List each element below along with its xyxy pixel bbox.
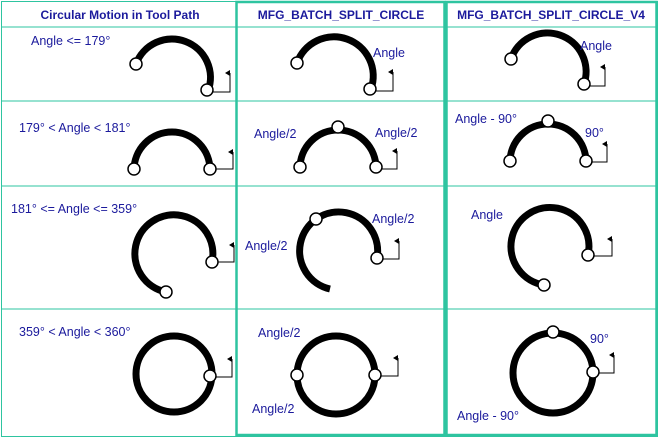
condition-label: 181° <= Angle <= 359° (11, 202, 137, 216)
arc-end-node (370, 251, 384, 265)
arc-start-node (537, 278, 551, 292)
tool-direction-arrow (213, 70, 231, 93)
circle-mid-node (290, 368, 304, 382)
condition-label: Angle <= 179° (31, 34, 110, 48)
row-1: Angle <= 179° Angle Angle (31, 29, 612, 97)
tool-direction-arrow (590, 64, 606, 87)
arc-start-node (159, 285, 173, 299)
arc-start-node (293, 160, 307, 174)
condition-label: 179° < Angle < 181° (19, 121, 130, 135)
split-angle-half-label: Angle/2 (245, 239, 287, 253)
circle-start-node (203, 369, 217, 383)
split-angle-half-label: Angle/2 (254, 127, 296, 141)
arc-start-node (129, 57, 143, 71)
split-angle-half-label: Angle/2 (375, 126, 417, 140)
v4-ninety-label: 90° (590, 332, 609, 346)
arc-end-node (579, 154, 593, 168)
condition-label: 359° < Angle < 360° (19, 325, 130, 339)
arc-end-node (200, 83, 214, 97)
row-2: 179° < Angle < 181° Angle/2 Angle/2 Angl… (19, 112, 608, 176)
tool-direction-arrow (216, 149, 234, 170)
full-circle-path (509, 329, 597, 417)
arc-path (131, 211, 217, 296)
tool-direction-arrow (383, 238, 400, 260)
v4-angle-label: Angle (471, 208, 503, 222)
tool-direction-arrow (218, 242, 235, 263)
tool-direction-arrow (382, 148, 398, 170)
split-angle-label: Angle (373, 46, 405, 60)
split-angle-half-label: Angle/2 (252, 402, 294, 416)
arc-end-node (581, 248, 595, 262)
arc-start-node (290, 56, 304, 70)
arc-end-node (205, 255, 219, 269)
v4-angle-label: Angle (580, 39, 612, 53)
v4-angle-minus-90-label: Angle - 90° (455, 112, 517, 126)
arc-end-node (363, 82, 377, 96)
arc-path (293, 33, 377, 91)
full-circle-path (132, 332, 216, 416)
arc-start-node (503, 154, 517, 168)
arc-end-node (577, 77, 591, 91)
arc-path (506, 120, 590, 163)
tool-direction-arrow (216, 356, 233, 378)
arc-path (132, 35, 214, 93)
arc-end-node (369, 160, 383, 174)
tool-direction-arrow (594, 236, 613, 257)
arc-path (130, 128, 214, 171)
tool-direction-arrow (381, 355, 399, 377)
full-circle-path (293, 332, 379, 418)
row-4: 359° < Angle < 360° Angle/2 Angle/2 90° … (19, 325, 615, 423)
circle-mid-node (546, 325, 560, 339)
header-batch-split-circle-v4: MFG_BATCH_SPLIT_CIRCLE_V4 (457, 8, 645, 22)
arc-path (507, 29, 590, 86)
header-circular-motion: Circular Motion in Tool Path (40, 8, 199, 22)
arc-mid-node (309, 212, 323, 226)
row-3: 181° <= Angle <= 359° Angle/2 Angle/2 An… (11, 202, 613, 299)
split-angle-half-label: Angle/2 (372, 212, 414, 226)
arc-mid-node (541, 114, 555, 128)
arc-path (507, 204, 593, 289)
circle-start-node (586, 365, 600, 379)
v4-angle-minus-90-label: Angle - 90° (457, 409, 519, 423)
circle-start-node (368, 368, 382, 382)
arc-end-node (203, 162, 217, 176)
arc-path (296, 126, 380, 169)
arc-start-node (504, 52, 518, 66)
split-angle-half-label: Angle/2 (258, 326, 300, 340)
tool-direction-arrow (592, 141, 608, 163)
tool-direction-arrow (376, 69, 394, 92)
arc-start-node (127, 162, 141, 176)
v4-ninety-label: 90° (585, 126, 604, 140)
tool-direction-arrow (599, 352, 615, 374)
header-batch-split-circle: MFG_BATCH_SPLIT_CIRCLE (258, 8, 424, 22)
arc-mid-node (331, 120, 345, 134)
